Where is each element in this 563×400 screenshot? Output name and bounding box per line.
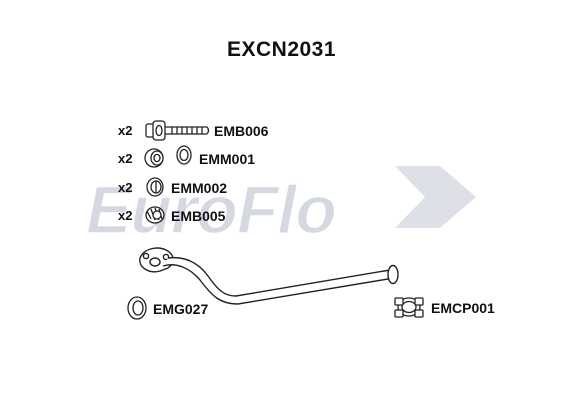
part-qty: x2: [118, 208, 133, 223]
part-number-title: EXCN2031: [226, 38, 337, 61]
part-qty: x2: [118, 180, 133, 195]
part-code: EMB005: [171, 208, 226, 224]
part-code: EMB006: [214, 123, 269, 139]
rubber-mount-icon: [144, 145, 192, 168]
clamp-icon: [394, 297, 424, 318]
watermark-arrow-icon: [395, 166, 476, 228]
bolt-icon: [145, 120, 210, 141]
watermark-brand-text: EuroFlo: [86, 172, 336, 248]
part-qty: x2: [118, 151, 133, 166]
part-code: EMG027: [153, 301, 209, 317]
part-code: EMM002: [171, 180, 228, 196]
part-code: EMM001: [199, 151, 256, 167]
part-qty: x2: [118, 123, 133, 138]
spring-bolt-icon: [145, 206, 165, 224]
watermark-tagline: PREMIUM EMISSION SYSTEMS: [168, 174, 317, 184]
part-code: EMCP001: [431, 300, 495, 316]
mount-ring-icon: [146, 177, 164, 197]
front-pipe-icon: [139, 247, 399, 305]
gasket-icon: [127, 296, 147, 320]
